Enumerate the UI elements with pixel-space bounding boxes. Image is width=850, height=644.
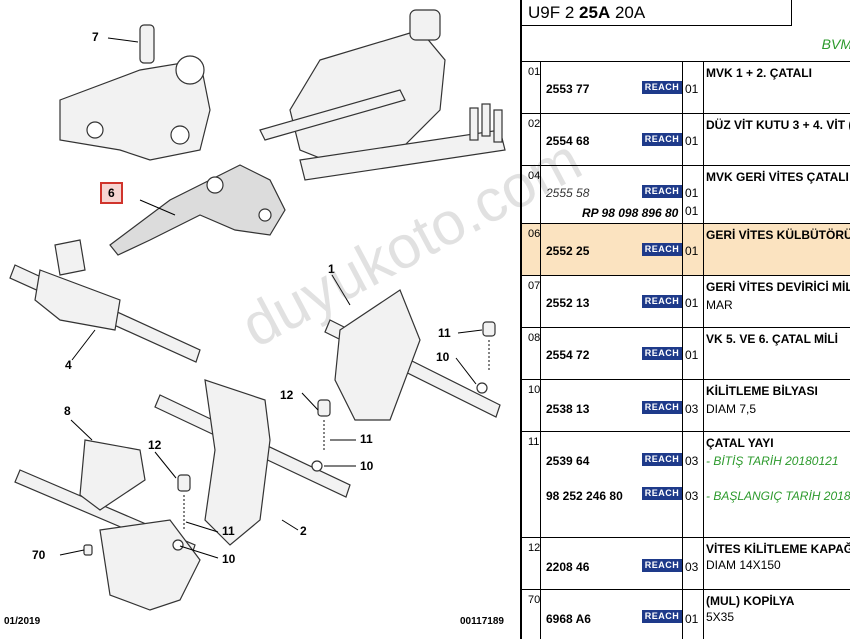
part-ref[interactable]: 2538 13 (546, 402, 590, 416)
part-ref[interactable]: 2208 46 (546, 560, 590, 574)
part-qty: 01 (685, 244, 699, 258)
reach-badge: REACH (642, 559, 682, 572)
part-subdesc: DIAM 7,5 (706, 402, 757, 416)
model-code: U9F 2 25A 20A (522, 0, 792, 26)
reach-badge: REACH (642, 401, 682, 414)
part-row[interactable]: 10 2538 13 REACH 03 KİLİTLEME BİLYASI DI… (522, 380, 850, 432)
part-qty: 01 (685, 134, 699, 148)
reach-badge: REACH (642, 81, 682, 94)
part-desc: KİLİTLEME BİLYASI (706, 384, 818, 398)
callout-11-mid[interactable]: 11 (360, 432, 373, 446)
part-index: 06 (528, 228, 541, 240)
reach-badge: REACH (642, 347, 682, 360)
part-desc: GERİ VİTES KÜLBÜTÖRÜ (706, 228, 850, 242)
part-qty: 01 (685, 612, 699, 626)
callout-8[interactable]: 8 (64, 404, 71, 418)
part-desc: ÇATAL YAYI (706, 436, 774, 450)
part-ref[interactable]: 2553 77 (546, 82, 590, 96)
part-index: 11 (528, 436, 540, 448)
part-row[interactable]: 08 2554 72 REACH 01 VK 5. VE 6. ÇATAL Mİ… (522, 328, 850, 380)
part-ref[interactable]: 2554 68 (546, 134, 590, 148)
part-ref[interactable]: 2539 64 (546, 454, 590, 468)
part-qty: 03 (685, 402, 699, 416)
callout-7[interactable]: 7 (92, 30, 99, 44)
callout-70[interactable]: 70 (32, 548, 46, 562)
callout-4[interactable]: 4 (65, 358, 72, 372)
part-index: 12 (528, 542, 541, 554)
parts-list-panel: U9F 2 25A 20A BVM 01 2553 77 REACH 01 MV… (520, 0, 850, 639)
part-subdesc: 5X35 (706, 610, 735, 624)
callout-11-right[interactable]: 11 (438, 326, 451, 340)
part-row[interactable]: 02 2554 68 REACH 01 DÜZ VİT KUTU 3 + 4. … (522, 114, 850, 166)
callout-10-left[interactable]: 10 (222, 552, 236, 566)
diagram-date: 01/2019 (4, 616, 41, 627)
part-desc: VK 5. VE 6. ÇATAL MİLİ (706, 332, 839, 346)
part-subdesc: DIAM 14X150 (706, 558, 781, 572)
part-qty: 03 (685, 560, 699, 574)
part-row[interactable]: 11 2539 64 REACH 03 ÇATAL YAYI - BİTİŞ T… (522, 432, 850, 538)
part-ref[interactable]: 2554 72 (546, 348, 590, 362)
part-qty: 01 (685, 348, 699, 362)
part-desc: MVK 1 + 2. ÇATALI (706, 66, 812, 80)
part-index: 07 (528, 280, 541, 292)
part-qty: 01 (685, 186, 699, 200)
part-desc: MVK GERİ VİTES ÇATALI (706, 170, 849, 184)
part-row[interactable]: 01 2553 77 REACH 01 MVK 1 + 2. ÇATALI (522, 62, 850, 114)
part-qty: 01 (685, 296, 699, 310)
callout-10-right[interactable]: 10 (436, 350, 450, 364)
part-ref-new[interactable]: 98 252 246 80 (546, 489, 623, 503)
callout-1[interactable]: 1 (328, 262, 335, 276)
part-index: 10 (528, 384, 541, 396)
part-end-date: - BİTİŞ TARİH 20180121 (706, 454, 839, 468)
reach-badge: REACH (642, 295, 682, 308)
exploded-parts-diagram: 7 6 1 4 11 10 12 8 12 11 10 2 11 10 70 0… (4, 9, 592, 627)
part-ref[interactable]: 2552 25 (546, 244, 590, 258)
replacement-ref[interactable]: RP 98 098 896 80 (582, 206, 679, 220)
part-ref[interactable]: 2555 58 (546, 186, 590, 200)
part-row[interactable]: 04 2555 58 REACH 01 RP 98 098 896 80 01 … (522, 166, 850, 224)
part-start-date: - BAŞLANGIÇ TARİH 2018 (706, 489, 850, 503)
part-desc: DÜZ VİT KUTU 3 + 4. VİT ( (706, 118, 850, 132)
part-qty: 03 (685, 489, 699, 503)
part-desc: VİTES KİLİTLEME KAPAĞ (706, 542, 850, 556)
part-ref[interactable]: 6968 A6 (546, 612, 591, 626)
part-qty: 03 (685, 454, 699, 468)
callout-6-selected[interactable]: 6 (100, 182, 123, 204)
callout-10-mid[interactable]: 10 (360, 459, 374, 473)
part-index: 70 (528, 594, 541, 606)
part-ref[interactable]: 2552 13 (546, 296, 590, 310)
part-row[interactable]: 12 2208 46 REACH 03 VİTES KİLİTLEME KAPA… (522, 538, 850, 590)
part-desc: (MUL) KOPİLYA (706, 594, 795, 608)
part-subdesc: MAR (706, 298, 733, 312)
part-index: 04 (528, 170, 541, 182)
diagram-number: 00117189 (460, 616, 504, 627)
part-row-selected[interactable]: 06 2552 25 REACH 01 GERİ VİTES KÜLBÜTÖRÜ (522, 224, 850, 276)
callout-12-mid[interactable]: 12 (280, 388, 294, 402)
part-row[interactable]: 70 6968 A6 REACH 01 (MUL) KOPİLYA 5X35 (522, 590, 850, 639)
reach-badge: REACH (642, 133, 682, 146)
part-qty: 01 (685, 82, 699, 96)
callout-11-left[interactable]: 11 (222, 524, 235, 538)
subtitle: BVM (821, 36, 850, 52)
callout-2[interactable]: 2 (300, 524, 307, 538)
subtitle-bar: BVM (522, 26, 850, 62)
reach-badge: REACH (642, 487, 682, 500)
part-index: 08 (528, 332, 541, 344)
gearbox-illustration (9, 9, 506, 611)
reach-badge: REACH (642, 610, 682, 623)
reach-badge: REACH (642, 453, 682, 466)
callout-12-left[interactable]: 12 (148, 438, 162, 452)
part-desc: GERİ VİTES DEVİRİCİ MİL (706, 280, 850, 294)
reach-badge: REACH (642, 185, 682, 198)
reach-badge: REACH (642, 243, 682, 256)
replacement-qty: 01 (685, 204, 699, 218)
part-row[interactable]: 07 2552 13 REACH 01 GERİ VİTES DEVİRİCİ … (522, 276, 850, 328)
part-index: 01 (528, 66, 541, 78)
part-index: 02 (528, 118, 541, 130)
